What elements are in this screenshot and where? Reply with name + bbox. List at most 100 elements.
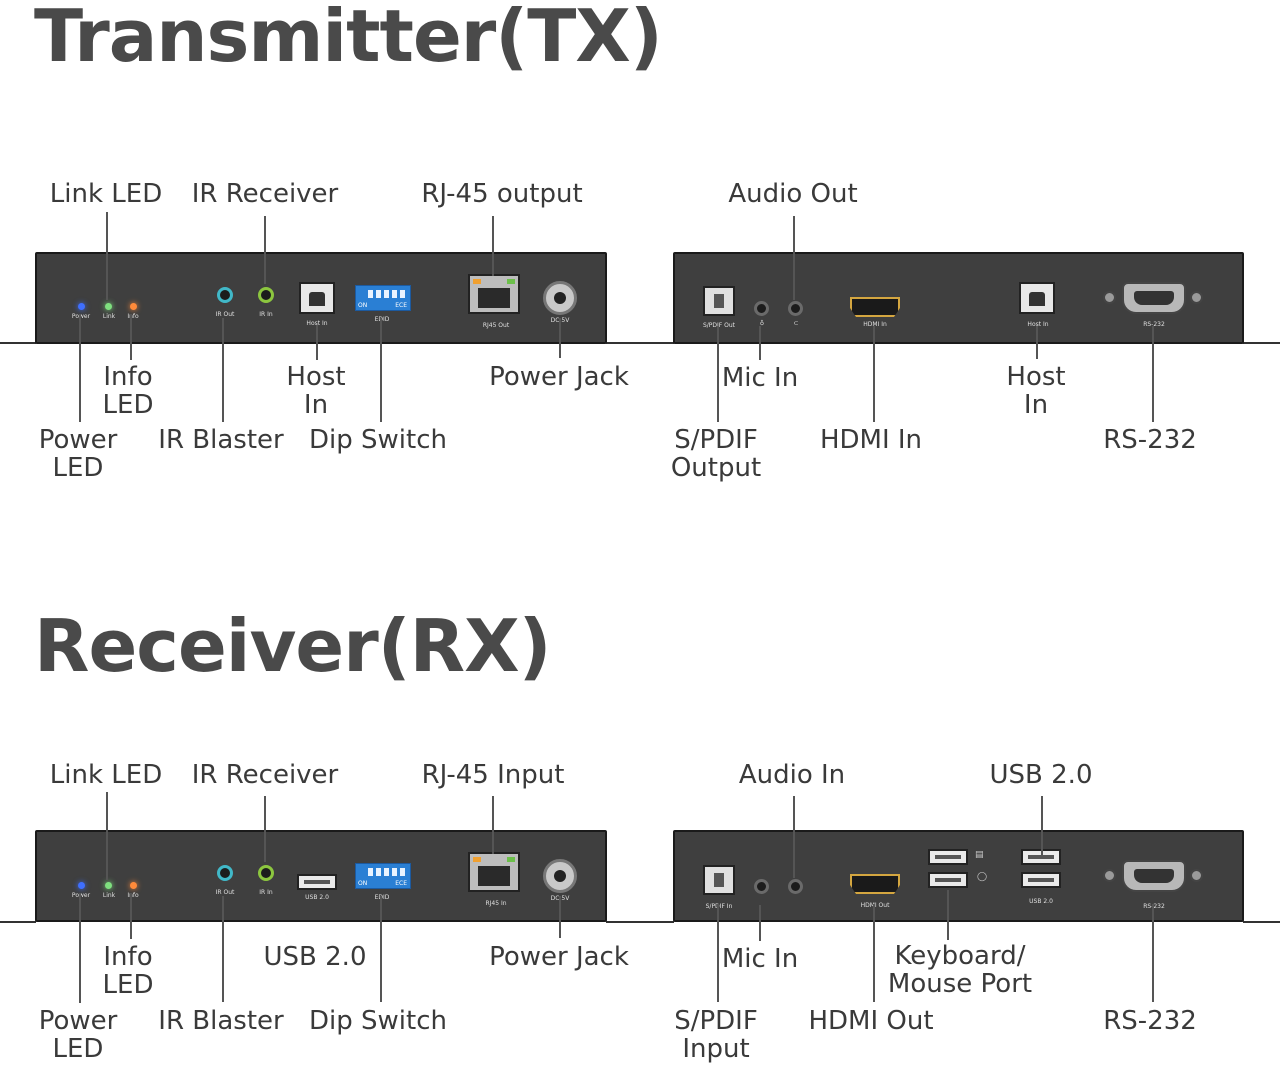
audio-out-callout: Audio Out (728, 179, 858, 209)
link-label: Link (102, 313, 116, 320)
rj45-input-port (468, 852, 520, 892)
leader-line (793, 216, 795, 300)
spdif-label: S/PDIF Out (702, 322, 736, 329)
info-led (130, 303, 137, 310)
leader-line (559, 318, 561, 358)
leader-line (1152, 326, 1154, 422)
usb-port-bottom (1021, 872, 1061, 888)
info-label: Info (127, 892, 139, 899)
leader-line (1152, 904, 1154, 1002)
ir-out-jack (217, 287, 233, 303)
ir-out-jack (217, 865, 233, 881)
power-led-callout: Power LED (38, 425, 118, 483)
host-in-callout: Host In (1006, 362, 1066, 420)
mic-in-callout: Mic In (721, 363, 799, 393)
host-in-port (1019, 282, 1055, 314)
edid-label: EDID (374, 894, 390, 901)
rs232-screw (1190, 291, 1203, 304)
leader-line (492, 796, 494, 854)
leader-line (1036, 326, 1038, 359)
power-jack-callout: Power Jack (489, 942, 629, 972)
ir-receiver-callout: IR Receiver (191, 760, 339, 790)
dip-ece: ECE (395, 302, 407, 309)
leader-line (106, 212, 108, 300)
shelf-line (1243, 342, 1280, 344)
hdmi-label: HDMI Out (860, 902, 890, 909)
spdif-label: S/PDIF In (705, 903, 733, 910)
usb-port-top (1021, 849, 1061, 865)
hdmi-label: HDMI In (863, 321, 887, 328)
host-in-label: Host In (306, 320, 328, 327)
host-in-callout: Host In (286, 362, 346, 420)
shelf-line (0, 921, 36, 923)
ir-out-label: IR Out (215, 889, 235, 896)
power-label: Power (71, 892, 91, 899)
leader-line (492, 216, 494, 276)
leader-line (759, 326, 761, 360)
rj45-label: RJ45 Out (482, 322, 510, 329)
dip-switch-callout: Dip Switch (309, 425, 447, 455)
info-led-callout: Info LED (102, 362, 154, 420)
rs232-port (1122, 860, 1186, 892)
audio-in-jack (788, 879, 803, 894)
dip-on: ON (358, 302, 368, 309)
rs232-callout: RS-232 (1103, 1006, 1197, 1036)
leader-line (793, 796, 795, 878)
rs232-screw (1103, 291, 1116, 304)
leader-line (264, 216, 266, 284)
leader-line (559, 896, 561, 938)
link-led (105, 303, 112, 310)
leader-line (264, 796, 266, 862)
leader-line (79, 314, 81, 422)
mic-icon: ♁ (759, 320, 765, 327)
ir-blaster-callout: IR Blaster (158, 425, 284, 455)
rj45-label: RJ45 In (485, 900, 507, 907)
mic-in-jack (754, 879, 769, 894)
rj45-input-callout: RJ-45 Input (421, 760, 565, 790)
dip-ece: ECE (395, 880, 407, 887)
rx-front-panel: Power Link Info IR Out IR In USB 2.0 ON … (35, 830, 607, 922)
mouse-usb-port (928, 872, 968, 888)
leader-line (106, 792, 108, 880)
rs232-screw (1103, 869, 1116, 882)
ir-in-jack (258, 865, 274, 881)
keyboard-usb-port (928, 849, 968, 865)
leader-line (130, 893, 132, 939)
dip-switch: ON ECE (355, 285, 411, 311)
host-in-label: Host In (1027, 321, 1049, 328)
mouse-icon: ◯ (977, 872, 988, 882)
link-led-callout: Link LED (49, 179, 163, 209)
spdif-input-port (703, 865, 735, 895)
power-label: Power (71, 313, 91, 320)
leader-line (79, 893, 81, 1003)
leader-line (1041, 796, 1043, 856)
tx-title: Transmitter(TX) (34, 0, 663, 78)
rs232-label: RS-232 (1143, 321, 1165, 328)
hdmi-out-callout: HDMI Out (808, 1006, 934, 1036)
rs232-port (1122, 282, 1186, 314)
spdif-output-callout: S/PDIF Output (670, 425, 762, 483)
leader-line (222, 318, 224, 422)
leader-line (717, 326, 719, 422)
info-label: Info (127, 313, 139, 320)
audio-in-callout: Audio In (738, 760, 846, 790)
tx-rear-panel: S/PDIF Out ♁ ⊂ HDMI In Host In RS-232 (673, 252, 1244, 344)
dip-on: ON (358, 880, 368, 887)
ir-blaster-callout: IR Blaster (158, 1006, 284, 1036)
power-jack-callout: Power Jack (489, 362, 629, 392)
rj45-output-callout: RJ-45 output (421, 179, 583, 209)
leader-line (380, 318, 382, 422)
headphone-icon: ⊂ (793, 320, 799, 327)
leader-line (130, 314, 132, 360)
rj45-output-port (468, 274, 520, 314)
info-led (130, 882, 137, 889)
link-led (105, 882, 112, 889)
ir-out-label: IR Out (215, 311, 235, 318)
hdmi-in-port (850, 297, 900, 317)
rs232-callout: RS-232 (1103, 425, 1197, 455)
rx-rear-panel: S/PDIF In HDMI Out ▤ ◯ USB 2.0 RS-232 (673, 830, 1244, 922)
power-led (78, 303, 85, 310)
power-led (78, 882, 85, 889)
power-jack (543, 859, 577, 893)
edid-label: EDID (374, 316, 390, 323)
